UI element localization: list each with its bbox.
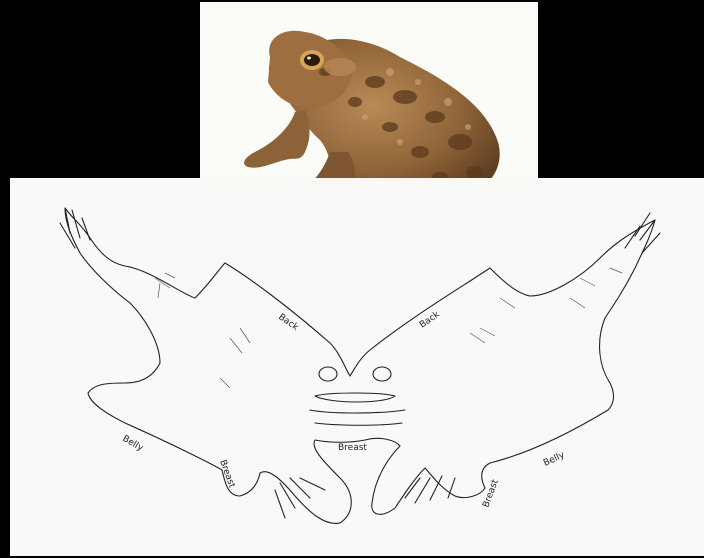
label-breast-center: Breast [338,443,367,453]
toad-photo [200,2,538,202]
skin-pattern-diagram: Back Back Belly Belly Breast Breast Brea… [10,178,704,556]
label-breast-right: Breast [481,478,500,509]
toad-icon [200,2,538,202]
toad-skin-pattern-icon: Back Back Belly Belly Breast Breast Brea… [10,178,704,556]
label-breast-left: Breast [217,459,236,490]
label-belly-right: Belly [542,450,567,469]
label-belly-left: Belly [121,434,146,454]
